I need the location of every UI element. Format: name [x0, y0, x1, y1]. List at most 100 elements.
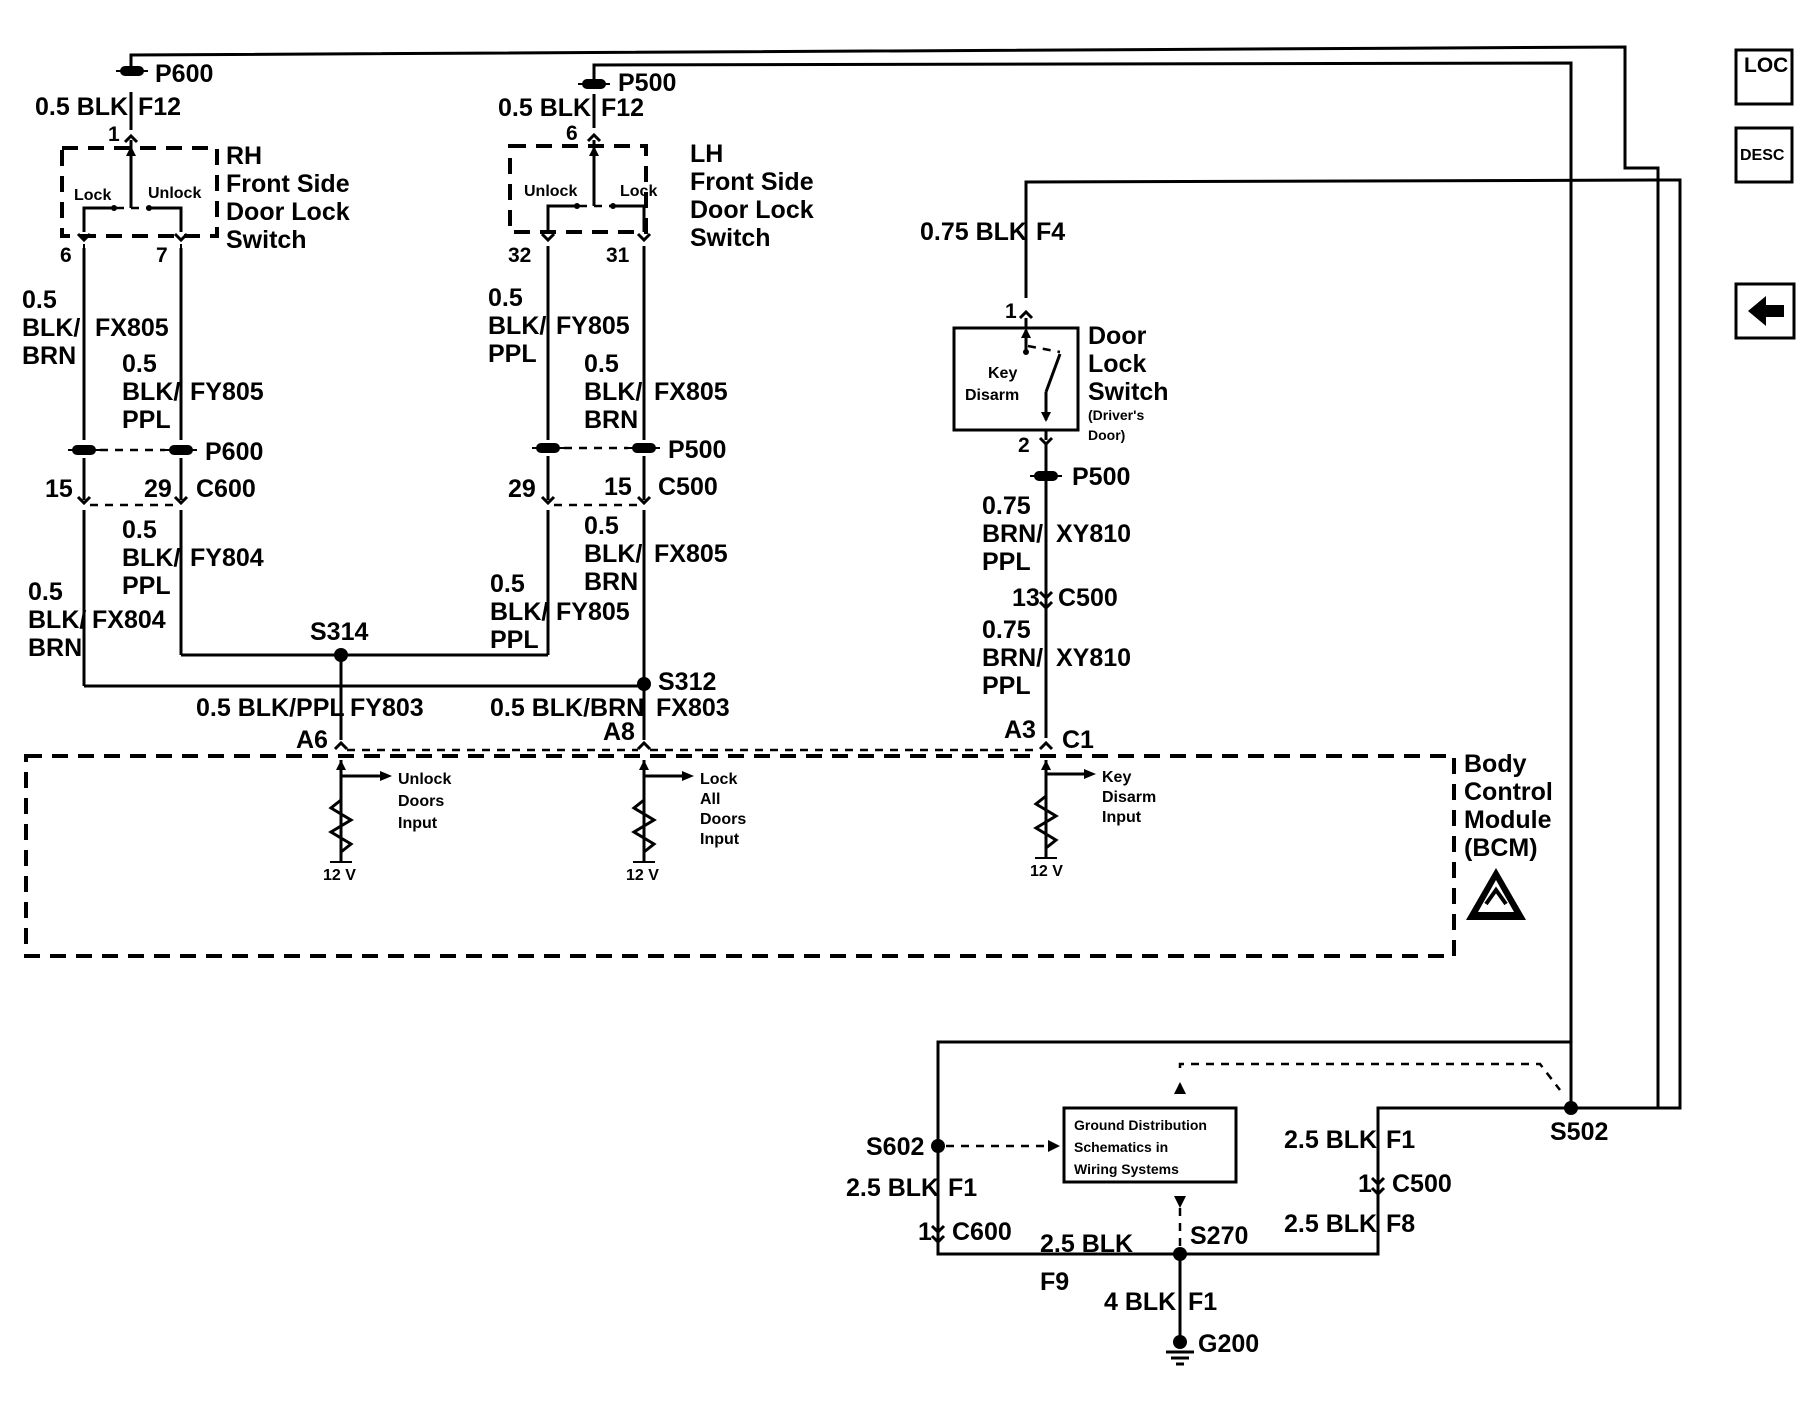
bottom-circuit: F9	[1040, 1268, 1069, 1296]
dls-subtitle-2: Door)	[1088, 427, 1125, 443]
lock-label-2: All	[700, 791, 720, 808]
c1-label: C1	[1062, 726, 1094, 754]
lh-pin-32: 32	[508, 244, 531, 267]
unlock-label-1: Unlock	[398, 771, 451, 788]
s502-splice	[1564, 1101, 1578, 1115]
lh-w1-line2: BLK/	[488, 312, 546, 340]
desc-button[interactable]: DESC	[1734, 126, 1794, 184]
dls-w2-line3: PPL	[982, 672, 1031, 700]
s314-splice	[334, 648, 348, 662]
rh-c600-label: C600	[196, 475, 256, 503]
lh-pin-29: 29	[508, 475, 536, 503]
dls-feed-wire: 0.75 BLK	[920, 218, 1027, 246]
rh-w3-line2: BLK/	[122, 544, 180, 572]
unlock-label-2: Doors	[398, 793, 444, 810]
c600-label: C600	[952, 1218, 1012, 1246]
dls-p500-label: P500	[1072, 463, 1130, 491]
lh-wire-group: 0.5 BLK/ PPL FY805 0.5 BLK/ BRN FX805 P5…	[488, 246, 728, 740]
rh-w1-line3: BRN	[22, 342, 76, 370]
dls-feed-circuit: F4	[1036, 218, 1065, 246]
lh-unlock-label: Unlock	[524, 183, 577, 200]
s602-label: S602	[866, 1133, 924, 1161]
lh-w4-line1: 0.5	[490, 570, 525, 598]
rh-pin-15: 15	[45, 475, 73, 503]
dls-w1-line3: PPL	[982, 548, 1031, 576]
a6-circuit-label: FY803	[350, 694, 424, 722]
dls-key-1: Key	[988, 365, 1017, 382]
lock-voltage: 12 V	[626, 867, 659, 884]
dls-c500-label: C500	[1058, 584, 1118, 612]
door-lock-switch-group: 0.75 BLK F4 1 Key Disarm Door Lock Switc…	[920, 218, 1169, 754]
rh-switch-box	[60, 146, 219, 238]
lh-switch-box	[508, 144, 648, 234]
lh-pin-6: 6	[566, 122, 578, 145]
bottom-wire: 2.5 BLK	[1040, 1230, 1133, 1258]
lh-title-1: LH	[690, 140, 723, 168]
rh-wire-group: 0.5 BLK/ BRN FX805 0.5 BLK/ PPL FY805 P6…	[22, 248, 264, 686]
s602-wire: 2.5 BLK	[846, 1174, 939, 1202]
bcm-title-2: Control	[1464, 778, 1553, 806]
lh-w2-circuit: FX805	[654, 378, 728, 406]
key-voltage: 12 V	[1030, 863, 1063, 880]
rh-feed-wire-label: 0.5 BLK	[35, 93, 128, 121]
bcm-title-1: Body	[1464, 750, 1527, 778]
lh-c500-label: C500	[658, 473, 718, 501]
dls-w1-line2: BRN/	[982, 520, 1043, 548]
gd-box-line2: Schematics in	[1074, 1139, 1168, 1155]
lock-label-1: Lock	[700, 771, 737, 788]
bcm-group: Body Control Module (BCM) 12 V Unlock Do…	[24, 750, 1553, 958]
g-wire: 4 BLK	[1104, 1288, 1176, 1316]
dls-pin-1: 1	[1005, 300, 1017, 323]
bcm-title-4: (BCM)	[1464, 834, 1538, 862]
dls-w2-circuit: XY810	[1056, 644, 1131, 672]
dls-w1-line1: 0.75	[982, 492, 1031, 520]
lh-w3-line2: BLK/	[584, 540, 642, 568]
rh-title-4: Switch	[226, 226, 307, 254]
rh-switch-group: P600 0.5 BLK F12 1 Lock Unlock 6 7 RH Fr…	[35, 60, 350, 267]
ground-distribution-box[interactable]	[1062, 1106, 1238, 1184]
bcm-input-lock: 12 V Lock All Doors Input	[626, 760, 746, 884]
lh-w3-circuit: FX805	[654, 540, 728, 568]
back-button[interactable]	[1734, 282, 1796, 340]
lh-feed-circuit-label: F12	[601, 94, 644, 122]
lh-title-3: Door Lock	[690, 196, 814, 224]
rh-title-2: Front Side	[226, 170, 350, 198]
bcm-input-unlock: 12 V Unlock Doors Input	[323, 760, 451, 884]
lh-w3-line3: BRN	[584, 568, 638, 596]
g200-label: G200	[1198, 1330, 1259, 1358]
lh-title-4: Switch	[690, 224, 771, 252]
g-circuit: F1	[1188, 1288, 1217, 1316]
a6-pin-label: A6	[296, 726, 328, 754]
s270-label: S270	[1190, 1222, 1248, 1250]
lh-switch-group: P500 0.5 BLK F12 6 Unlock Lock 32 31 LH …	[498, 69, 814, 267]
lh-w2-line3: BRN	[584, 406, 638, 434]
a8-pin-label: A8	[603, 718, 635, 746]
gd-box-line3: Wiring Systems	[1074, 1161, 1179, 1177]
rh-pin-6: 6	[60, 244, 72, 267]
rh-w3-circuit: FY804	[190, 544, 264, 572]
rh-w1-line1: 0.5	[22, 286, 57, 314]
dls-w2-line2: BRN/	[982, 644, 1043, 672]
left-arrow-icon	[1748, 296, 1784, 326]
bcm-title-3: Module	[1464, 806, 1552, 834]
dls-title-1: Door	[1088, 322, 1147, 350]
rh-pin-1: 1	[108, 123, 120, 146]
esd-warning-icon	[1466, 868, 1526, 920]
unlock-label-3: Input	[398, 815, 438, 832]
lh-w4-line3: PPL	[490, 626, 539, 654]
dls-box	[952, 326, 1080, 432]
s502-label: S502	[1550, 1118, 1608, 1146]
right-wire-1: 2.5 BLK	[1284, 1126, 1377, 1154]
s312-splice	[637, 677, 651, 691]
loc-text: LOC	[1744, 54, 1788, 77]
lh-pin-31: 31	[606, 244, 630, 267]
rh-w3-line3: PPL	[122, 572, 171, 600]
splice-group: S314 S312 0.5 BLK/PPL FY803 A6 0.5 BLK/B…	[84, 618, 1040, 754]
rh-unlock-label: Unlock	[148, 185, 201, 202]
loc-button[interactable]: LOC	[1734, 48, 1794, 106]
p600-top-label: P600	[155, 60, 213, 88]
a6-wire-label: 0.5 BLK/PPL	[196, 694, 345, 722]
p500-top-connector	[578, 79, 610, 89]
